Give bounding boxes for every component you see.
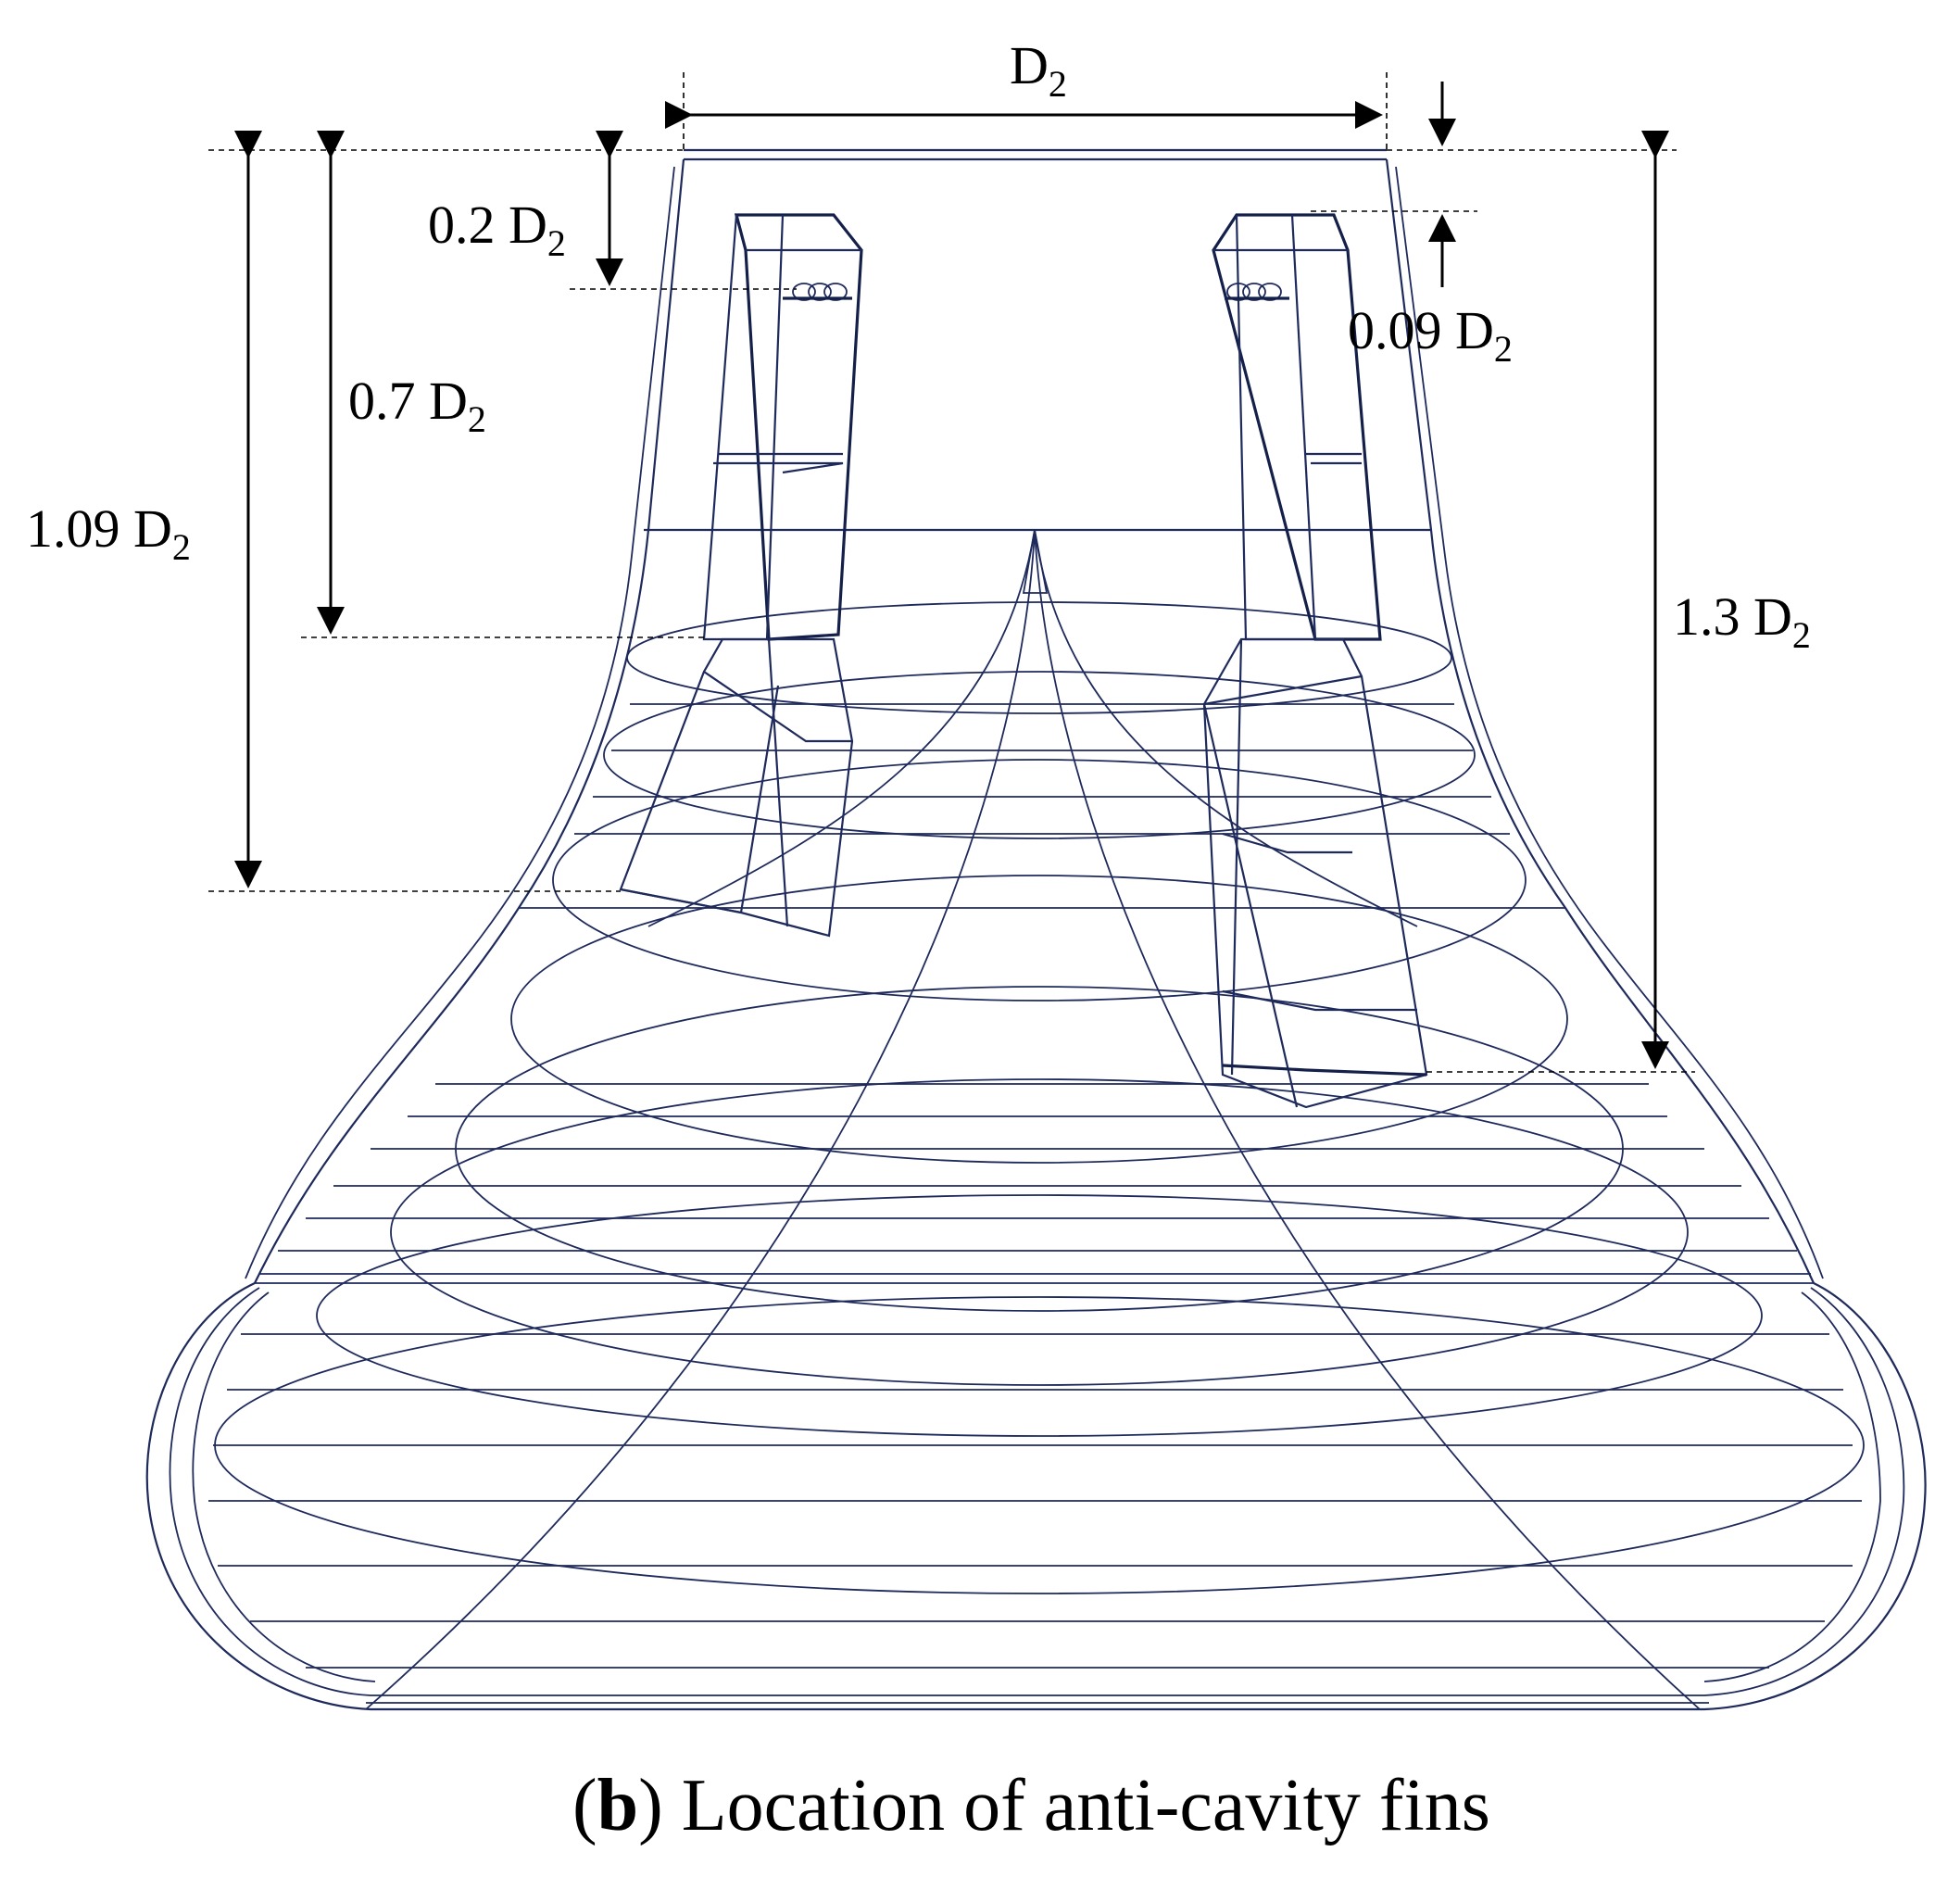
figure-caption: (b) Location of anti-cavity fins — [572, 1765, 1490, 1846]
right-profile-inner — [1395, 166, 1824, 1279]
right-fin-lower — [1202, 637, 1428, 1109]
left-fin-upper — [702, 213, 863, 641]
label-1-3-d2: 1.3 D2 — [1673, 586, 1811, 656]
label-d2: D2 — [1010, 35, 1067, 105]
central-ridges — [365, 529, 1701, 1710]
label-1-09-d2: 1.09 D2 — [26, 498, 191, 568]
dimension-annotations: D2 0.2 D2 0.09 D2 0.7 D2 1.09 D2 1.3 D2 — [26, 35, 1811, 1073]
label-0-2-d2: 0.2 D2 — [428, 195, 566, 264]
outlet-inner-boundary-3 — [1703, 1291, 1881, 1682]
label-0-09-d2: 0.09 D2 — [1348, 300, 1513, 370]
section-ellipses — [316, 601, 1763, 1437]
draft-tube-wireframe — [145, 148, 1927, 1711]
left-profile-curve — [254, 158, 685, 1284]
left-profile-inner — [245, 166, 675, 1279]
right-fin-upper — [1212, 213, 1382, 641]
left-fin-lower — [619, 637, 854, 938]
anti-cavity-fins — [619, 213, 1428, 1109]
label-0-7-d2: 0.7 D2 — [348, 371, 486, 440]
horizontal-contours — [208, 703, 1862, 1710]
outlet-inner-boundary — [169, 1287, 1905, 1696]
outlet-inner-boundary-2 — [192, 1291, 376, 1682]
